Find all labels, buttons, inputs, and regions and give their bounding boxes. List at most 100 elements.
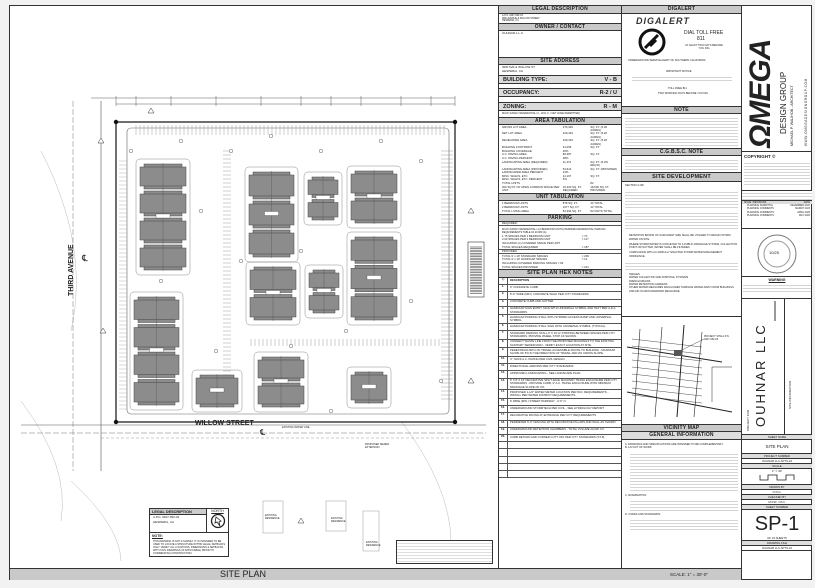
vicinity-street [631,387,703,397]
sheet-count: OF 15 SHEETS [742,536,812,541]
building-tag [273,378,289,384]
hex-note-number [499,449,508,456]
project-number-label: PROJECT NUMBER [742,454,812,459]
building-pad [135,158,191,276]
site-plan-title-bar: SITE PLAN SCALE: 1" = 30'-0" [10,568,741,580]
table-cell: 24% [562,170,569,175]
drawn-by-label: DRAWN BY [742,485,812,490]
table-cell: = 12 [581,257,588,262]
building-tag [149,347,164,353]
cgbsc-note-header: C.G.B.S.C. NOTE [622,148,741,156]
vicinity-street [654,326,663,418]
warning-title: WARNING [768,278,786,282]
site-address-header: SITE ADDRESS [499,57,621,65]
scale-bar-icon [759,474,795,481]
hex-note-empty [499,449,621,457]
hex-note-marker [379,138,384,143]
hex-note: 12.APPROVED LANDSCAPING - SEE LANDSCAPE … [499,371,621,379]
owner-header: OWNER / CONTACT [499,23,621,31]
table-cell: SQ. FT. (5.0% REQ'D) [590,159,608,167]
revision-desc: PLANNING COMMENTS [747,210,774,214]
table-cell: 18,000 SQ. FT. PROVIDED [590,184,610,192]
contour-line [20,400,63,522]
building-pad [129,291,184,411]
site-plan-drawing [20,96,486,562]
hex-note-number: 20. [499,434,508,442]
table-row: LANDSCAPED AREA PERCENT 24% [499,170,621,175]
building-tag [264,211,279,216]
contour-line [40,150,77,332]
apartment-building [139,163,187,271]
table-cell: LANDSCAPED AREA PERCENT [502,170,544,175]
cgbsc-text [625,158,738,170]
revision-delta-icon [99,327,107,334]
table-cell: LANDSCAPING AREA (REQUIRED) [502,159,548,164]
apartment-building [308,269,340,314]
table-cell: = 221 [581,264,589,269]
building-tag [316,288,332,293]
hex-note-text: CONCRETE CURB AND GUTTER. [510,299,554,304]
zoning-value: R - M [603,104,617,110]
project-site-marker [674,350,682,356]
leader-line [681,338,705,351]
legal-line: 3RD AVENUE & WILLOW STREET [502,16,540,20]
hex-note: 11.DIRECTIONAL ARROWS PER CITY STANDARDS… [499,364,621,372]
dig-days: AT LEAST TWO DAYS BEFORE YOU DIG [685,44,723,50]
site-plan-title: SITE PLAN [220,569,267,579]
table-row: TOTAL SPACES PROVIDED= 221 [499,264,621,269]
building-tag [366,193,382,199]
site-development-text: SECTION 4.106 RETENTION BASINS OF SUFFIC… [622,182,741,316]
site-dev-item: COMPLIANCE WITH A LAWFULLY ENACTED STORM… [629,251,722,258]
legal-apn: A.P.N. 0407-052-03 [153,515,180,519]
hex-note: 1.6" CONCRETE CURB [499,284,621,293]
table-cell: 61,066 [562,145,572,150]
vicinity-map-drawing [626,324,733,418]
table-cell: = 70 [581,233,588,238]
hex-note-text: STANDARD PARKING STALL 9' X 19' w/ STRIP… [510,330,615,339]
digalert-panel: DIGALERT DIAL TOLL FREE 811 AT LEAST TWO… [622,14,741,106]
hex-note: 8.CONNECT WASTE LINE FROM THE PROPOSED B… [499,339,621,349]
hex-note-number: 7. [499,331,508,339]
hex-note: 9.PEDESTRIAN PATH OF TRAVEL ACCESSIBLE R… [499,348,621,358]
table-cell: TOTAL LIVING AREA [502,208,529,213]
existing-residence-outline [262,500,284,534]
table-cell: 54,614 [562,166,572,171]
third-avenue-label: THIRD AVENUE [68,244,75,296]
table-cell: 2 BEDROOM UNITS [502,204,528,209]
table-cell: 40 TOTAL [590,201,603,206]
sheet-name-label: SHEET NAME [742,434,812,440]
table-cell: 16,400 SQ. FT. REQUIRED [562,184,582,192]
drawing-sheet: THIRD AVENUE ℄ WILLOW STREET ℄ EXISTING … [9,5,812,580]
hex-note: 2.5'-6" WIDE (MIN.) CONCRETE WALK PER CI… [499,292,621,300]
table-cell: 12,167 [562,173,572,178]
table-cell: 38% [562,156,569,161]
revision-desc: PLANNING SUBMITTAL [747,204,774,207]
hex-note-number: 18. [499,420,508,427]
hex-note-marker [238,258,243,263]
hex-note-text: CURB RETURN AND CORNER CUTT OFF PER CITY… [510,434,605,439]
building-tag [155,213,171,219]
hex-note-marker [228,148,233,153]
table-cell: SQ. FT. (5.26 ACRES) [590,138,608,146]
hex-note: 5.HANDICAP PARKING STALL WITH STRIPED AC… [499,315,621,325]
hex-note-text: 6" CONCRETE CURB [510,284,538,289]
hex-note: 15.6' WIDE (MIN.) STREET PARKWAY - 3'-6"… [499,398,621,407]
table-row: INCLUDING COVERED PARKING SPACES = 82 [499,261,621,265]
scale-panel: 1" = 30' [742,469,812,485]
hex-note: 20.CURB RETURN AND CORNER CUTT OFF PER C… [499,434,621,443]
drawing-file-label: DRAWING FILE [742,541,812,546]
table-cell: 82 UNITS TOTAL [590,208,613,213]
revision-delta-icon [297,517,305,524]
notice-text [632,75,732,83]
hex-note-number: 4. [499,306,508,315]
apartment-building [133,296,180,406]
hex-note-number: 15. [499,398,508,406]
